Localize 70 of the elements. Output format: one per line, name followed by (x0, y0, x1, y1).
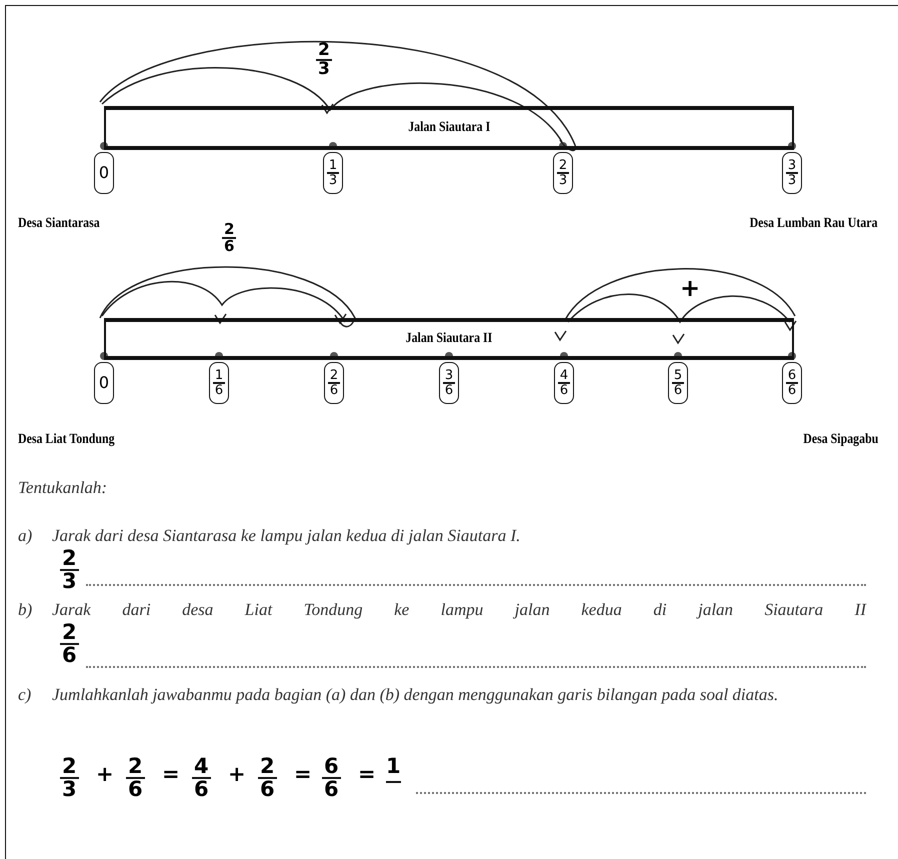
handwritten-denominator: 6 (62, 645, 77, 666)
question-text: Jumlahkanlah jawabanmu pada bagian (a) dan (b) dengan menggunakan garis bilangan pada soal diatas. (52, 684, 780, 706)
handwritten-denominator: 6 (788, 384, 796, 397)
handwritten-numerator: 2 (328, 369, 340, 384)
village-name: Desa Lumban Rau Utara (750, 216, 878, 232)
handwritten-numerator: 2 (60, 756, 79, 779)
lamp-tag (94, 152, 114, 194)
road-band (104, 106, 794, 150)
lamp-tag (324, 362, 344, 404)
lamp-tag (439, 362, 459, 404)
handwritten-numerator: 6 (786, 369, 798, 384)
handwritten-numerator: 3 (442, 369, 456, 384)
village-name: Desa Liat Tondung (18, 432, 115, 448)
handwritten-denominator: 6 (674, 384, 682, 397)
road-name: Jalan Siautara I (408, 120, 490, 136)
handwritten-denominator: 6 (560, 384, 568, 397)
handwritten-numerator: 2 (316, 42, 332, 61)
handwritten-denominator: 6 (194, 779, 209, 800)
lamp-tag (668, 362, 688, 404)
handwritten-denominator: 6 (260, 779, 275, 800)
road-band (104, 318, 794, 360)
lamp-tag (782, 152, 802, 194)
lamp-tag (782, 362, 802, 404)
handwritten-denominator: 6 (330, 384, 338, 397)
handwritten-number: 0 (98, 166, 110, 180)
question-letter: a) (18, 526, 32, 546)
handwritten-denominator: 3 (788, 174, 796, 187)
lamp-tag (209, 362, 229, 404)
handwritten-denominator: 6 (128, 779, 143, 800)
handwritten-number: 0 (98, 376, 110, 390)
handwritten-numerator: 2 (126, 756, 145, 779)
question-text: Jarak dari desa Siantarasa ke lampu jalan kedua di jalan Siautara I. (52, 526, 522, 546)
handwritten-numerator: 4 (192, 756, 211, 779)
question-letter: b) (18, 600, 32, 620)
handwritten-symbol: + (228, 764, 246, 785)
handwritten-symbol: = (294, 764, 312, 785)
handwritten-denominator: 3 (558, 174, 568, 187)
handwritten-symbol: = (162, 764, 180, 785)
handwritten-denominator: 6 (324, 779, 339, 800)
handwritten-numerator: 2 (60, 622, 79, 645)
question-letter: c) (18, 685, 32, 705)
question-text: Jarak dari desa Liat Tondung ke lampu jalan kedua di jalan Siautara II (52, 600, 866, 620)
handwritten-numerator: 5 (672, 369, 684, 384)
handwritten-numerator: 2 (222, 222, 236, 239)
handwritten-denominator: 3 (62, 779, 77, 800)
handwritten-symbol: + (680, 276, 700, 300)
handwritten-symbol: + (96, 764, 114, 785)
handwritten-numerator: 2 (60, 548, 79, 571)
handwritten-numerator: 1 (326, 159, 340, 174)
handwritten-denominator: 6 (444, 384, 454, 397)
handwritten-numerator: 6 (322, 756, 341, 779)
handwritten-numerator: 2 (556, 159, 570, 174)
handwritten-denominator: 3 (328, 174, 338, 187)
handwritten-numerator: 4 (558, 369, 570, 384)
lamp-tag (554, 362, 574, 404)
handwritten-numerator: 1 (212, 369, 226, 384)
lamp-tag (323, 152, 343, 194)
lamp-tag (553, 152, 573, 194)
lamp-tag (94, 362, 114, 404)
handwritten-denominator: 6 (214, 384, 224, 397)
village-name: Desa Sipagabu (802, 432, 878, 448)
handwritten-denominator: 3 (62, 571, 77, 592)
handwritten-symbol: = (358, 764, 376, 785)
instruction-text: Tentukanlah: (18, 478, 108, 498)
handwritten-numerator: 2 (258, 756, 277, 779)
village-name: Desa Siantarasa (18, 216, 100, 232)
road-name: Jalan Siautara II (406, 331, 492, 347)
handwritten-denominator: 6 (224, 239, 234, 254)
handwritten-numerator: 3 (786, 159, 798, 174)
handwritten-denominator: 3 (318, 61, 330, 78)
